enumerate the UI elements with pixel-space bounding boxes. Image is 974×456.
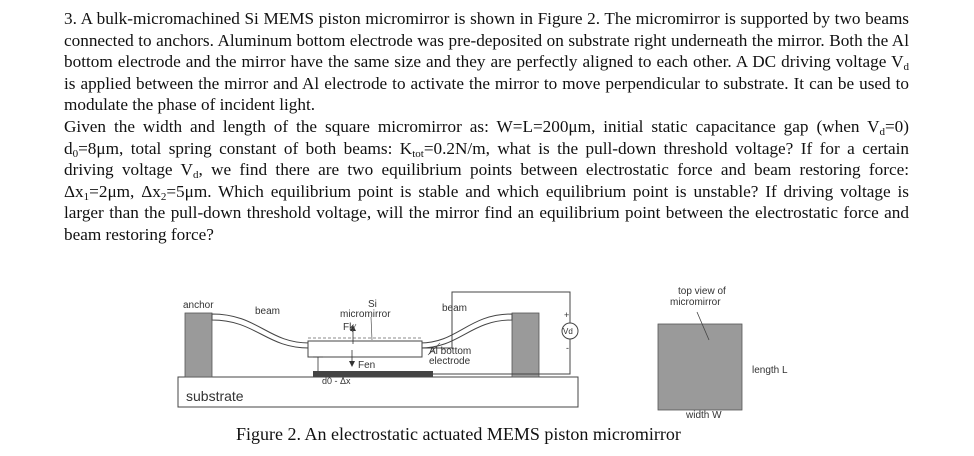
para2-text-4: =0.2N/m, what is the pull-down threshold…	[64, 138, 909, 180]
label-fen: Fen	[358, 360, 375, 371]
al-leader	[427, 342, 441, 356]
right-anchor	[511, 312, 540, 378]
label-top-view-2: micromirror	[670, 297, 721, 308]
fen-arrow-head	[349, 361, 355, 367]
label-beam-left: beam	[255, 306, 280, 317]
label-plus: +	[564, 310, 569, 320]
fk-leader	[351, 323, 357, 333]
problem-paragraph-1: 3. A bulk-micromachined Si MEMS piston m…	[64, 8, 909, 116]
label-si-2: micromirror	[340, 309, 391, 320]
label-beam-right: beam	[442, 303, 467, 314]
para2-text-2: =0) d	[64, 116, 909, 158]
label-al-2: electrode	[429, 356, 471, 367]
si-micromirror	[307, 340, 423, 358]
para2-text-5: , we find there are two equilibrium poin…	[64, 160, 909, 201]
top-view-leader	[696, 311, 710, 341]
si-leader	[370, 316, 373, 341]
para2-sub-5: 1	[83, 190, 90, 203]
para2-sub-6: 2	[160, 190, 167, 203]
label-length: length L	[752, 365, 788, 376]
para2-sub-3: tot	[412, 147, 424, 160]
problem-statement: 3. A bulk-micromachined Si MEMS piston m…	[64, 8, 909, 246]
top-view-square	[657, 323, 743, 411]
fk-arrow-head	[350, 325, 356, 331]
label-al-1: Al bottom	[429, 346, 471, 357]
para1-text-2: is applied between the mirror and Al ele…	[64, 73, 909, 115]
para2-sub-1: d	[879, 125, 885, 138]
right-beam	[419, 313, 513, 349]
label-si-1: Si	[368, 299, 377, 310]
label-substrate: substrate	[186, 388, 244, 404]
para2-sub-2: 0	[72, 147, 79, 160]
para1-subscript: d	[903, 61, 910, 74]
label-vd: Vd	[563, 327, 573, 336]
para1-text-1: 3. A bulk-micromachined Si MEMS piston m…	[64, 9, 909, 72]
al-bottom-electrode	[313, 371, 433, 377]
para2-text-1: Given the width and length of the square…	[64, 116, 880, 136]
para2-text-3: =8μm, total spring constant of both beam…	[78, 138, 413, 158]
substrate-block	[177, 376, 579, 408]
label-minus: -	[566, 343, 569, 353]
para2-text-7: =5μm. Which equilibrium point is stable …	[64, 181, 909, 244]
wire-bottom	[433, 339, 571, 375]
problem-paragraph-2: Given the width and length of the square…	[64, 116, 909, 246]
label-fk: Fk	[343, 322, 355, 333]
voltage-source-icon	[561, 322, 579, 340]
wire-top	[422, 291, 571, 349]
left-beam	[211, 313, 310, 349]
label-anchor: anchor	[183, 300, 214, 311]
label-top-view-1: top view of	[678, 286, 726, 297]
para2-sub-4: d	[192, 169, 199, 182]
para2-text-6: =2μm, Δx	[89, 181, 161, 201]
label-gap: d0 - Δx	[322, 376, 351, 386]
label-width: width W	[685, 410, 722, 421]
figure-caption: Figure 2. An electrostatic actuated MEMS…	[236, 424, 681, 444]
left-anchor	[184, 312, 213, 378]
